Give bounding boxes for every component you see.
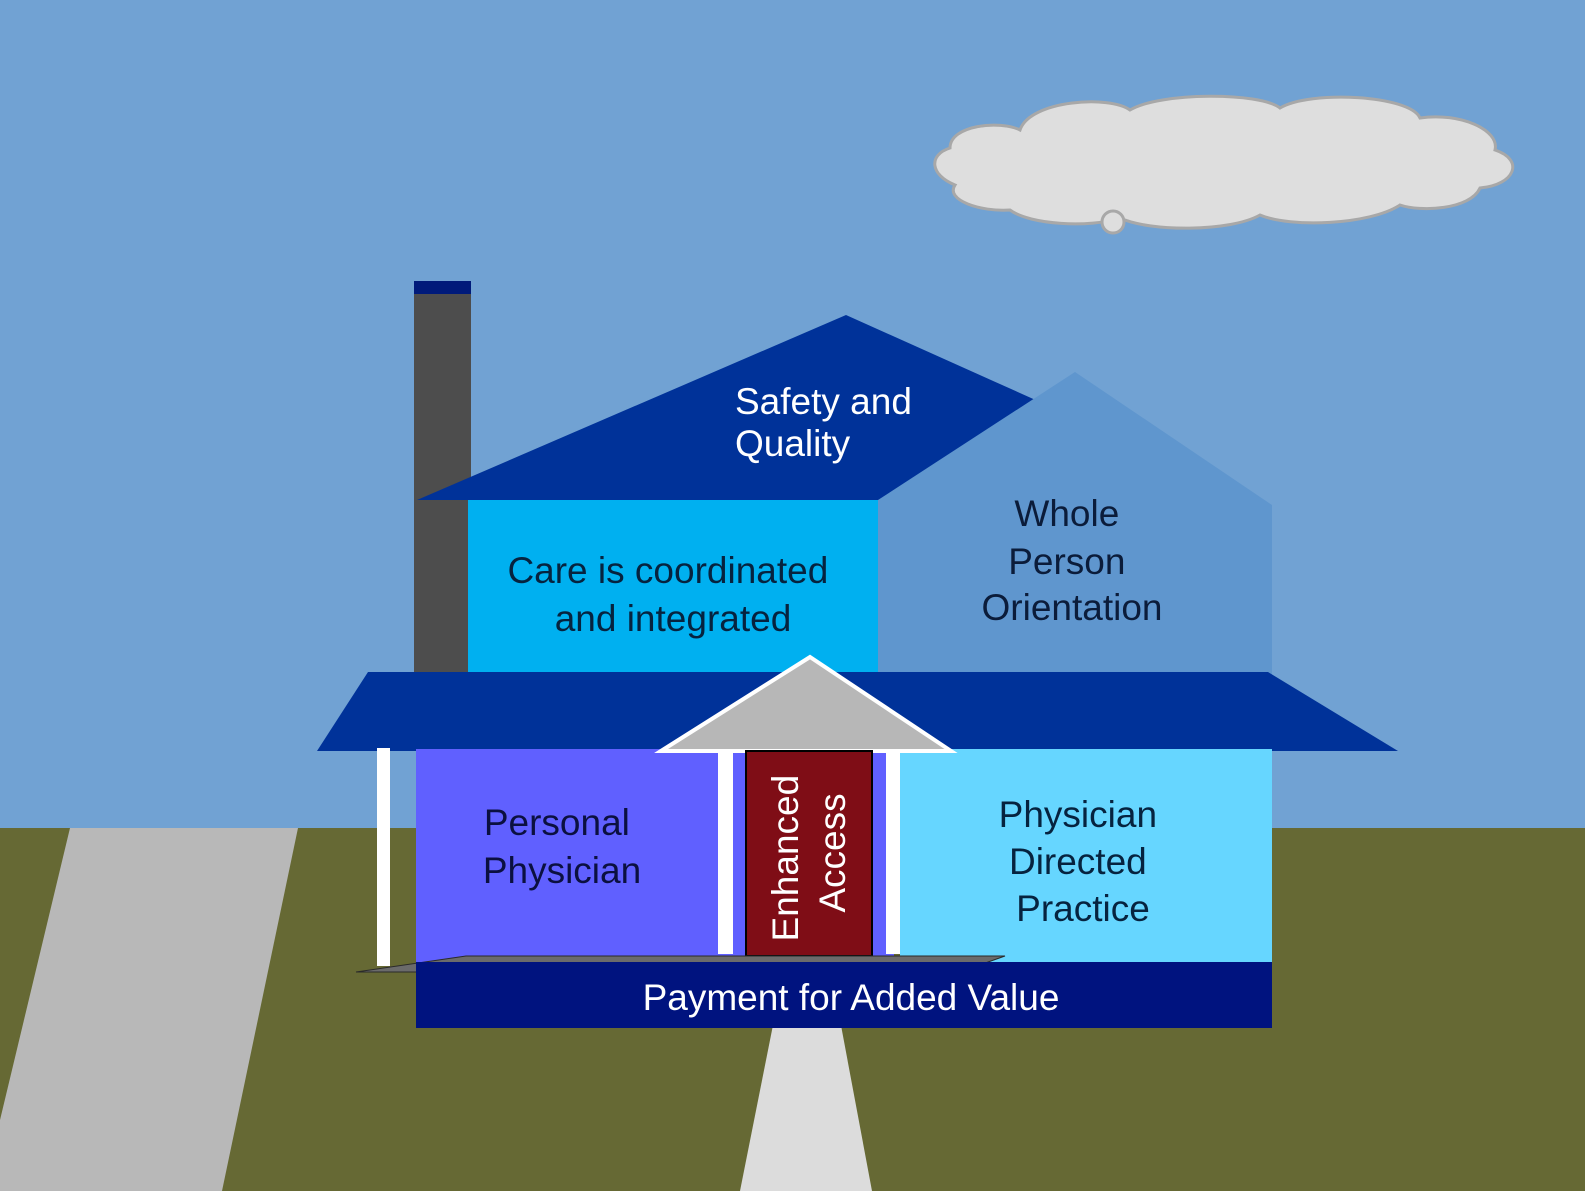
care-coordinated-line-1: Care is coordinated: [507, 550, 828, 591]
upper-roof: [417, 315, 1040, 500]
personal-physician-line-2: Physician: [483, 850, 641, 891]
physician-directed-line-3: Practice: [1016, 888, 1150, 929]
payment-foundation: [416, 962, 1272, 1028]
front-walkway: [740, 1020, 872, 1191]
physician-directed-block: [900, 749, 1272, 964]
physician-directed-label: Physician Directed Practice: [999, 794, 1168, 929]
porch-column-left: [377, 748, 390, 966]
enhanced-access-label: Enhanced Access: [765, 765, 853, 942]
whole-person-line-3: Orientation: [982, 587, 1163, 628]
care-coordinated-line-2: and integrated: [555, 598, 792, 639]
cloud: [933, 94, 1515, 235]
physician-directed-line-2: Directed: [1009, 841, 1147, 882]
care-coordinated-block: [468, 500, 880, 675]
porch-column-right: [886, 751, 900, 954]
safety-quality-line-2: Quality: [735, 423, 851, 464]
side-path: [0, 828, 298, 1191]
personal-physician-label: Personal Physician: [483, 802, 641, 891]
physician-directed-line-1: Physician: [999, 794, 1157, 835]
care-coordinated-label: Care is coordinated and integrated: [507, 550, 838, 639]
enhanced-access-line-1: Enhanced: [765, 775, 806, 942]
whole-person-line-2: Person: [1008, 541, 1125, 582]
whole-person-label: Whole Person Orientation: [982, 493, 1163, 628]
porch-column-mid: [718, 751, 733, 954]
personal-physician-line-1: Personal: [484, 802, 630, 843]
chimney-cap: [414, 281, 471, 294]
safety-quality-label: Safety and Quality: [735, 381, 922, 464]
payment-label: Payment for Added Value: [643, 977, 1060, 1018]
whole-person-line-1: Whole: [1014, 493, 1119, 534]
whole-person-block: [878, 372, 1272, 675]
safety-quality-line-1: Safety and: [735, 381, 912, 422]
enhanced-access-line-2: Access: [812, 793, 853, 912]
